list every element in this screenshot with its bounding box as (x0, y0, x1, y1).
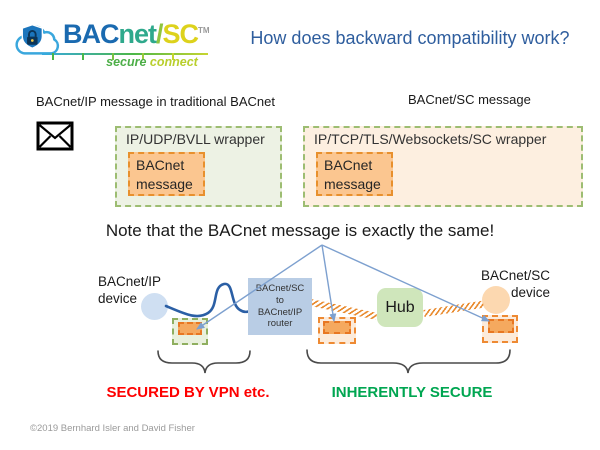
tagline-connect: connect (149, 55, 198, 69)
brand-bac: BAC (63, 19, 119, 49)
sc-device-node (482, 286, 510, 314)
note-text: Note that the BACnet message is exactly … (105, 221, 495, 240)
envelope-icon (36, 121, 74, 151)
brand-tagline: secure connect (94, 55, 210, 69)
logo-network-tick (142, 53, 144, 60)
bacnet-message-line2: message (324, 175, 381, 192)
ip-device-label: BACnet/IP device (98, 274, 162, 306)
traditional-message-label: BACnet/IP message in traditional BACnet (36, 94, 275, 109)
brand-slash: / (156, 19, 163, 49)
sc-message-label: BACnet/SC message (408, 92, 531, 107)
bacnet-message-box: BACnet message (128, 152, 205, 196)
tagline-secure: secure (106, 55, 147, 69)
ip-udp-bvll-wrapper-box: IP/UDP/BVLL wrapper BACnet message (115, 126, 282, 207)
logo-network-tick (112, 53, 114, 60)
bacnet-sc-logo: BACnet/SCTM secure connect (6, 8, 216, 69)
sc-to-ip-router-box: BACnet/SC to BACnet/IP router (248, 278, 312, 335)
brand-sc: SC (162, 19, 200, 49)
logo-network-line (42, 53, 208, 55)
logo-network-tick (82, 53, 84, 60)
logo-network-tick (52, 53, 54, 60)
packet-inner-message (323, 321, 351, 334)
cloud-lock-icon (15, 24, 60, 55)
brand-wordmark: BACnet/SCTM (63, 19, 210, 50)
bacnet-message-box: BACnet message (316, 152, 393, 196)
packet-inner-message (178, 322, 202, 335)
vpn-squiggle-link (164, 282, 258, 318)
packet-box-router (318, 317, 356, 344)
wrapper-title: IP/TCP/TLS/Websockets/SC wrapper (314, 131, 547, 147)
copyright-text: ©2019 Bernhard Isler and David Fisher (30, 423, 195, 434)
logo-network-tick (172, 53, 174, 60)
trademark-symbol: TM (198, 26, 210, 35)
secure-link-hub-device (423, 300, 484, 317)
ip-tcp-tls-websockets-sc-wrapper-box: IP/TCP/TLS/Websockets/SC wrapper BACnet … (303, 126, 583, 207)
bacnet-message-line2: message (136, 175, 193, 192)
packet-box-ip (172, 318, 208, 345)
secured-by-vpn-caption: SECURED BY VPN etc. (106, 384, 270, 401)
packet-box-sc (482, 315, 518, 343)
slide-title: How does backward compatibility work? (250, 28, 570, 48)
ip-device-node (141, 293, 168, 320)
brace-secured-by-vpn (157, 350, 251, 374)
hub-node: Hub (377, 288, 423, 327)
brand-net: net (118, 19, 157, 49)
bacnet-message-line1: BACnet (136, 157, 185, 173)
brace-inherently-secure (306, 349, 511, 374)
wrapper-title: IP/UDP/BVLL wrapper (126, 131, 265, 147)
inherently-secure-caption: INHERENTLY SECURE (331, 384, 493, 401)
lock-icon (28, 30, 37, 37)
packet-inner-message (488, 319, 514, 333)
bacnet-message-line1: BACnet (324, 157, 373, 173)
sc-device-label: BACnet/SC device (480, 268, 550, 300)
